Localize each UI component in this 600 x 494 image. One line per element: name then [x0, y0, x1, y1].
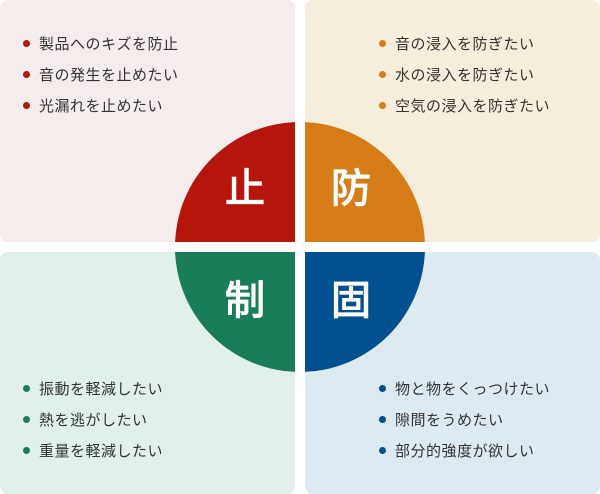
- list-item: 空気の浸入を防ぎたい: [379, 90, 550, 121]
- label-control: 制: [225, 278, 265, 324]
- item-text: 隙間をうめたい: [395, 410, 504, 429]
- quarter-circle-stop: [175, 122, 295, 242]
- list-item: 音の浸入を防ぎたい: [379, 28, 550, 59]
- item-text: 熱を逃がしたい: [39, 410, 148, 429]
- prevent-list: 音の浸入を防ぎたい 水の浸入を防ぎたい 空気の浸入を防ぎたい: [379, 28, 550, 121]
- bullet-icon: [379, 416, 386, 423]
- stop-list: 製品へのキズを防止 音の発生を止めたい 光漏れを止めたい: [23, 28, 179, 121]
- list-item: 製品へのキズを防止: [23, 28, 179, 59]
- control-list: 振動を軽減したい 熱を逃がしたい 重量を軽減したい: [23, 373, 163, 466]
- quarter-circle-control: [175, 252, 295, 372]
- item-text: 空気の浸入を防ぎたい: [395, 96, 551, 115]
- label-prevent: 防: [331, 166, 371, 212]
- bullet-icon: [23, 416, 30, 423]
- item-text: 音の発生を止めたい: [39, 65, 179, 84]
- list-item: 物と物をくっつけたい: [379, 373, 550, 404]
- fix-list: 物と物をくっつけたい 隙間をうめたい 部分的強度が欲しい: [379, 373, 550, 466]
- quarter-circle-fix: [305, 252, 425, 372]
- bullet-icon: [379, 71, 386, 78]
- bullet-icon: [379, 40, 386, 47]
- quarter-circle-prevent: [305, 122, 425, 242]
- label-fix: 固: [331, 278, 371, 324]
- bullet-icon: [379, 385, 386, 392]
- panel-stop: 製品へのキズを防止 音の発生を止めたい 光漏れを止めたい: [0, 0, 295, 242]
- bullet-icon: [23, 102, 30, 109]
- bullet-icon: [23, 385, 30, 392]
- item-text: 部分的強度が欲しい: [395, 441, 535, 460]
- list-item: 光漏れを止めたい: [23, 90, 179, 121]
- item-text: 振動を軽減したい: [39, 379, 164, 398]
- item-text: 水の浸入を防ぎたい: [395, 65, 535, 84]
- list-item: 振動を軽減したい: [23, 373, 163, 404]
- item-text: 製品へのキズを防止: [39, 34, 179, 53]
- bullet-icon: [23, 71, 30, 78]
- item-text: 物と物をくっつけたい: [395, 379, 551, 398]
- list-item: 重量を軽減したい: [23, 435, 163, 466]
- item-text: 光漏れを止めたい: [39, 96, 164, 115]
- list-item: 隙間をうめたい: [379, 404, 550, 435]
- label-stop: 止: [225, 166, 265, 212]
- item-text: 音の浸入を防ぎたい: [395, 34, 535, 53]
- bullet-icon: [23, 447, 30, 454]
- bullet-icon: [379, 102, 386, 109]
- list-item: 熱を逃がしたい: [23, 404, 163, 435]
- list-item: 音の発生を止めたい: [23, 59, 179, 90]
- bullet-icon: [379, 447, 386, 454]
- list-item: 部分的強度が欲しい: [379, 435, 550, 466]
- bullet-icon: [23, 40, 30, 47]
- item-text: 重量を軽減したい: [39, 441, 164, 460]
- list-item: 水の浸入を防ぎたい: [379, 59, 550, 90]
